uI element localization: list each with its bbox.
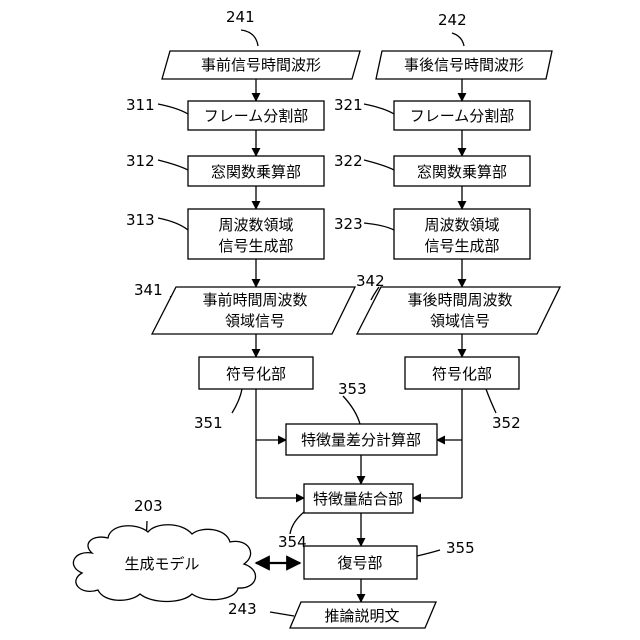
pre-tf-signal-line2: 領域信号 [225,312,285,330]
frame-split-right-label: フレーム分割部 [410,107,515,125]
feature-diff-label: 特徴量差分計算部 [301,431,421,449]
pre-tf-signal-line1: 事前時間周波数 [202,291,307,309]
post-waveform-node: 事後信号時間波形 [376,51,552,79]
post-tf-signal-line2: 領域信号 [430,312,490,330]
gen-model-cloud: 生成モデル [73,525,255,602]
ref-351: 351 [194,414,223,432]
ref-322: 322 [334,152,363,170]
post-tf-signal-node: 事後時間周波数 領域信号 [357,287,560,334]
freq-gen-right-line1: 周波数領域 [424,216,499,234]
freq-gen-left-line1: 周波数領域 [218,216,293,234]
encoder-right-label: 符号化部 [432,365,492,383]
frame-split-left-node: フレーム分割部 [188,101,324,130]
ref-352: 352 [492,414,521,432]
explanation-node: 推論説明文 [290,602,436,628]
frame-split-left-label: フレーム分割部 [204,107,309,125]
pre-tf-signal-node: 事前時間周波数 領域信号 [152,287,355,334]
feature-diff-node: 特徴量差分計算部 [286,424,437,455]
freq-gen-right-line2: 信号生成部 [424,237,499,255]
decoder-node: 復号部 [304,546,417,579]
ref-341: 341 [134,281,163,299]
post-tf-signal-line1: 事後時間周波数 [407,291,512,309]
decoder-label: 復号部 [337,554,382,572]
ref-242: 242 [438,11,467,29]
ref-311: 311 [126,96,155,114]
freq-gen-left-line2: 信号生成部 [218,237,293,255]
ref-243: 243 [228,600,257,618]
encoder-left-node: 符号化部 [199,357,313,389]
window-mult-left-node: 窓関数乗算部 [188,156,324,186]
pre-waveform-node: 事前信号時間波形 [162,51,360,79]
freq-gen-left-node: 周波数領域 信号生成部 [188,209,324,259]
ref-203: 203 [134,497,163,515]
feature-combine-label: 特徴量結合部 [313,490,403,508]
ref-355: 355 [446,539,475,557]
ref-323: 323 [334,215,363,233]
ref-313: 313 [126,211,155,229]
window-mult-right-label: 窓関数乗算部 [417,163,507,181]
pre-waveform-label: 事前信号時間波形 [201,56,321,74]
freq-gen-right-node: 周波数領域 信号生成部 [394,209,530,259]
ref-353: 353 [338,380,367,398]
ref-354: 354 [278,533,307,551]
ref-312: 312 [126,152,155,170]
frame-split-right-node: フレーム分割部 [394,101,530,130]
explanation-label: 推論説明文 [324,607,399,625]
ref-342: 342 [356,272,385,290]
post-waveform-label: 事後信号時間波形 [404,56,524,74]
gen-model-label: 生成モデル [124,555,199,573]
window-mult-left-label: 窓関数乗算部 [211,163,301,181]
ref-241: 241 [226,8,255,26]
window-mult-right-node: 窓関数乗算部 [394,156,530,186]
ref-321: 321 [334,96,363,114]
encoder-right-node: 符号化部 [405,357,519,389]
feature-combine-node: 特徴量結合部 [304,484,413,513]
encoder-left-label: 符号化部 [226,365,286,383]
